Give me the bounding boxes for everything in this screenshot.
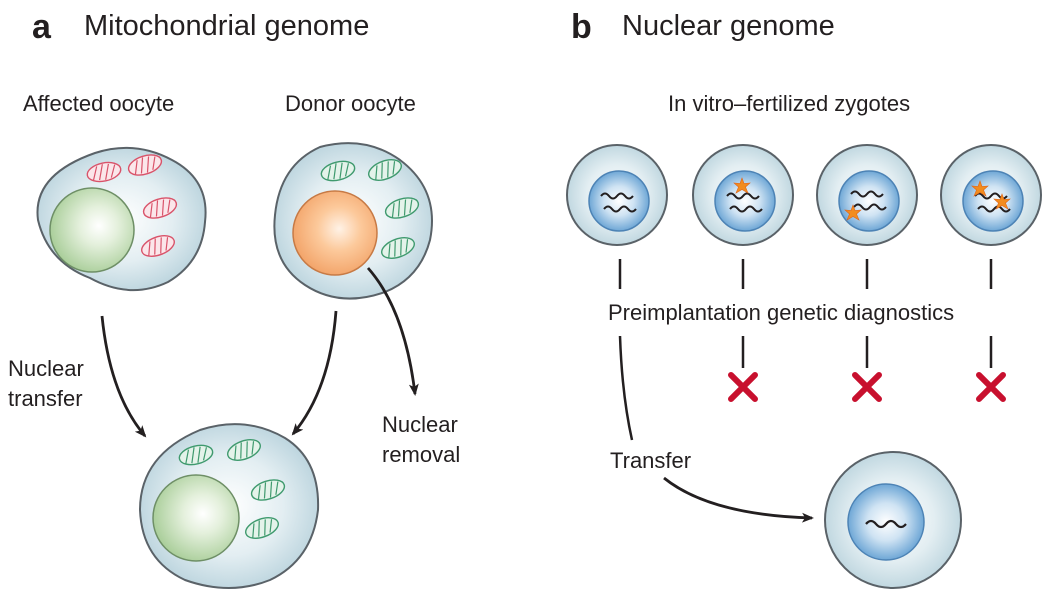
zygote-4 <box>940 144 1042 246</box>
chromosome <box>729 205 763 213</box>
chromosome <box>600 192 634 200</box>
panel-b-title: Nuclear genome <box>622 10 835 42</box>
chromosome <box>853 203 887 211</box>
reject-cross-icon <box>731 375 755 399</box>
zygote-nucleus <box>962 170 1024 232</box>
transfer-line <box>618 335 634 441</box>
affected-oocyte <box>36 146 207 291</box>
nuclear-removal-label-line1: Nuclear <box>382 412 458 437</box>
panel-a-letter: a <box>32 8 51 46</box>
affected-oocyte-nucleus <box>49 187 135 273</box>
chromosome <box>603 205 637 213</box>
pgd-label: Preimplantation genetic diagnostics <box>608 300 955 325</box>
chromosome <box>977 205 1011 213</box>
reconstructed-oocyte <box>138 423 320 589</box>
donor-oocyte-label: Donor oocyte <box>285 91 416 116</box>
transfer-arrow <box>663 476 814 523</box>
zygotes-label: In vitro–fertilized zygotes <box>668 91 911 116</box>
zygote-nucleus <box>714 170 776 232</box>
donor-to-reconstructed-arrow <box>291 310 338 436</box>
selected-zygote <box>824 451 962 589</box>
zygote-2 <box>692 144 794 246</box>
reject-cross-icon <box>979 375 1003 399</box>
zygote-3 <box>816 144 918 246</box>
panel-a-title: Mitochondrial genome <box>84 10 370 42</box>
zygote-nucleus <box>847 483 925 561</box>
zygote-1 <box>566 144 668 246</box>
nuclear-transfer-arrow <box>100 315 147 438</box>
chromosome <box>726 192 760 200</box>
zygote-nucleus <box>838 170 900 232</box>
chromosome <box>850 190 884 198</box>
affected-oocyte-label: Affected oocyte <box>23 91 175 116</box>
chromosome <box>865 519 907 529</box>
reconstructed-oocyte-nucleus <box>152 474 240 562</box>
donor-oocyte <box>273 142 433 300</box>
reject-cross-icon <box>855 375 879 399</box>
transfer-label: Transfer <box>610 448 692 473</box>
panel-b-letter: b <box>571 8 592 46</box>
nuclear-removal-arrow <box>366 267 419 396</box>
zygote-nucleus <box>588 170 650 232</box>
nuclear-transfer-label-line2: transfer <box>8 386 83 411</box>
nuclear-removal-label-line2: removal <box>382 442 461 467</box>
nuclear-transfer-label-line1: Nuclear <box>8 356 84 381</box>
donor-oocyte-nucleus <box>292 190 378 276</box>
